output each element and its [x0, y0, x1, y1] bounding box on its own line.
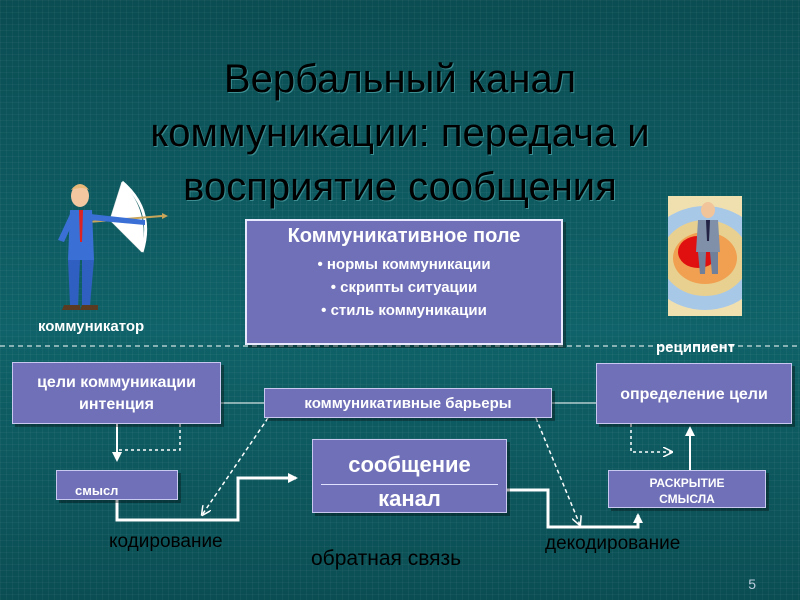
recipient-label: реципиент — [656, 339, 735, 356]
sense-box: смысл — [56, 470, 178, 500]
barriers-label: коммуникативные барьеры — [304, 395, 512, 412]
disclosure-line-1: РАСКРЫТИЕ — [649, 476, 725, 490]
title-line-1: Вербальный канал — [223, 57, 577, 101]
page-number: 5 — [748, 576, 756, 592]
sense-label: смысл — [75, 483, 119, 498]
field-item-norms: • нормы коммуникации — [317, 256, 491, 273]
barriers-decoding-dotted — [535, 417, 580, 525]
communicative-field-title: Коммуникативное поле — [287, 225, 521, 247]
goals-box: цели коммуникации интенция — [12, 362, 221, 424]
message-label: сообщение — [348, 452, 471, 477]
field-item-scripts: • скрипты ситуации — [330, 279, 478, 296]
barriers-encoding-dotted — [202, 417, 269, 515]
goals-line-2: интенция — [79, 396, 154, 413]
goal-definition-box: определение цели — [596, 363, 792, 424]
disclosure-line-2: СМЫСЛА — [659, 492, 715, 506]
message-divider — [321, 484, 498, 485]
sense-message-arrow — [115, 473, 298, 522]
feedback-label: обратная связь — [311, 547, 462, 570]
message-disclosure-arrow — [507, 488, 643, 529]
goal-definition-label: определение цели — [620, 386, 768, 403]
message-box: сообщение канал — [312, 439, 507, 513]
title-line-2: коммуникации: передача и — [150, 111, 650, 155]
goals-sense-dotted — [118, 424, 181, 451]
encoding-label: кодирование — [109, 531, 223, 552]
communicator-label: коммуникатор — [38, 318, 145, 335]
disclosure-box: РАСКРЫТИЕ СМЫСЛА — [608, 470, 766, 508]
title-line-3: восприятие сообщения — [183, 165, 617, 209]
recipient-figure — [668, 196, 742, 316]
communicative-field-box: Коммуникативное поле • нормы коммуникаци… — [245, 219, 563, 345]
decoding-label: декодирование — [545, 533, 681, 554]
goals-line-1: цели коммуникации — [37, 374, 196, 391]
field-item-style: • стиль коммуникации — [321, 302, 487, 319]
barriers-box: коммуникативные барьеры — [264, 388, 552, 418]
goal-def-disclosure-dotted — [630, 424, 672, 452]
channel-label: канал — [378, 486, 441, 511]
slide-title: Вербальный канал коммуникации: передача … — [100, 52, 700, 214]
communicator-figure — [58, 180, 168, 310]
